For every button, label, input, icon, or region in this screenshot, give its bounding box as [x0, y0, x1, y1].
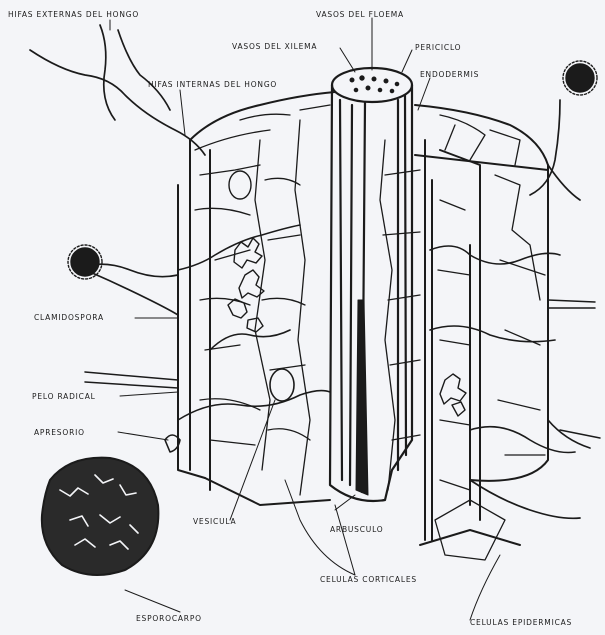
label-vesicula: VESICULA	[193, 517, 236, 526]
vesicle-shape	[270, 369, 294, 401]
label-apresorio: APRESORIO	[34, 428, 85, 437]
stele-dark-strand	[356, 300, 368, 495]
chlamydospore-right	[563, 61, 597, 95]
central-stele	[330, 68, 412, 501]
internal-hyphae	[178, 225, 575, 453]
label-hifas-internas: HIFAS INTERNAS DEL HONGO	[148, 80, 277, 89]
label-hifas-externas: HIFAS EXTERNAS DEL HONGO	[8, 10, 139, 19]
label-celulas-corticales: CELULAS CORTICALES	[320, 575, 417, 584]
sporocarp	[42, 458, 159, 575]
label-endodermis: ENDODERMIS	[420, 70, 479, 79]
stele-vessel-tops	[350, 76, 399, 93]
external-hyphae	[30, 25, 590, 518]
label-vasos-floema: VASOS DEL FLOEMA	[316, 10, 404, 19]
label-celulas-epidermicas: CELULAS EPIDERMICAS	[470, 618, 572, 627]
cortical-cell-pattern	[195, 105, 545, 560]
vesicle-shape-2	[229, 171, 251, 199]
label-clamidospora: CLAMIDOSPORA	[34, 313, 104, 322]
label-periciclo: PERICICLO	[415, 43, 461, 52]
label-arbusculo: ARBUSCULO	[330, 525, 383, 534]
label-esporocarpo: ESPOROCARPO	[136, 614, 202, 623]
label-pelo-radical: PELO RADICAL	[32, 392, 96, 401]
label-vasos-xilema: VASOS DEL XILEMA	[232, 42, 317, 51]
chlamydospore-left	[68, 245, 102, 279]
